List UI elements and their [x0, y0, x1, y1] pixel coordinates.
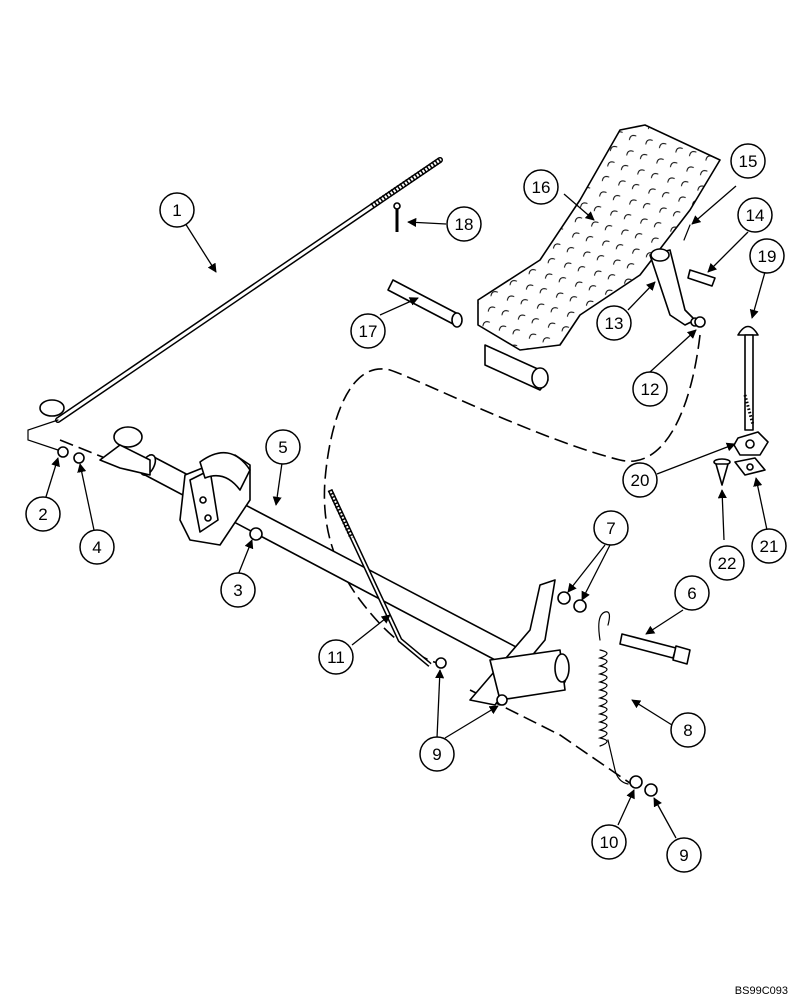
bolt-6: [619, 633, 691, 665]
svg-text:19: 19: [758, 247, 777, 266]
pedal: [477, 124, 721, 391]
svg-text:15: 15: [739, 152, 758, 171]
svg-text:6: 6: [687, 584, 696, 603]
svg-text:22: 22: [718, 554, 737, 573]
callout-balloon-7: 7: [593, 510, 629, 546]
figure-code: BS99C093: [735, 985, 788, 997]
svg-text:4: 4: [92, 538, 101, 557]
linkage-path-lower: [59, 439, 641, 791]
nut-20: [733, 431, 769, 456]
cross-shaft: [99, 426, 568, 692]
callout-balloon-11: 11: [318, 639, 354, 675]
callout-balloon-14: 14: [737, 197, 773, 233]
svg-text:8: 8: [683, 721, 692, 740]
svg-text:13: 13: [605, 314, 624, 333]
callout-balloon-9b: 9: [666, 837, 702, 873]
callout-balloon-22: 22: [709, 545, 745, 581]
svg-text:12: 12: [641, 380, 660, 399]
lever-arm: [469, 579, 570, 706]
pedal-pin: [387, 279, 463, 328]
callout-balloon-3: 3: [220, 572, 256, 608]
callout-balloon-20: 20: [622, 462, 658, 498]
nut-pair: [557, 591, 587, 613]
svg-text:16: 16: [532, 178, 551, 197]
callout-balloon-17: 17: [350, 313, 386, 349]
clevis-pin: [687, 269, 716, 287]
svg-text:2: 2: [38, 505, 47, 524]
control-rod: [327, 488, 432, 667]
callout-balloon-13: 13: [596, 305, 632, 341]
callout-balloon-12: 12: [632, 371, 668, 407]
svg-text:9: 9: [679, 846, 688, 865]
svg-text:7: 7: [606, 519, 615, 538]
spring: [597, 611, 629, 785]
svg-text:20: 20: [631, 471, 650, 490]
callout-balloon-4: 4: [79, 529, 115, 565]
callout-balloon-21: 21: [751, 528, 787, 564]
callout-balloon-8: 8: [670, 712, 706, 748]
threaded-rod: [27, 157, 443, 451]
svg-text:3: 3: [233, 581, 242, 600]
callout-balloon-1: 1: [159, 192, 195, 228]
cotter-pin-18: [393, 202, 401, 232]
callout-balloon-2: 2: [25, 496, 61, 532]
carriage-bolt: [737, 325, 759, 431]
callout-balloon-6: 6: [674, 575, 710, 611]
svg-text:14: 14: [746, 206, 765, 225]
callout-balloon-16: 16: [523, 169, 559, 205]
leader-lines: [44, 185, 768, 839]
clevis: [649, 248, 700, 327]
svg-text:1: 1: [172, 201, 181, 220]
svg-text:10: 10: [600, 833, 619, 852]
callout-balloon-15: 15: [730, 143, 766, 179]
svg-text:9: 9: [432, 745, 441, 764]
callout-balloon-18: 18: [446, 206, 482, 242]
svg-text:11: 11: [327, 648, 345, 667]
svg-text:18: 18: [455, 215, 474, 234]
square-nut: [734, 457, 766, 476]
callout-balloon-5: 5: [265, 429, 301, 465]
linkage-path: [323, 334, 701, 666]
pivot-bracket: [179, 451, 251, 546]
callout-balloon-9: 9: [419, 736, 455, 772]
svg-text:21: 21: [760, 537, 779, 556]
small-hardware: [57, 316, 706, 797]
svg-text:17: 17: [359, 322, 378, 341]
callout-balloon-19: 19: [749, 238, 785, 274]
callout-balloon-10: 10: [591, 824, 627, 860]
svg-text:5: 5: [278, 438, 287, 457]
cotter-pin-15: [683, 224, 691, 241]
self-tapping-screw: [713, 458, 731, 486]
